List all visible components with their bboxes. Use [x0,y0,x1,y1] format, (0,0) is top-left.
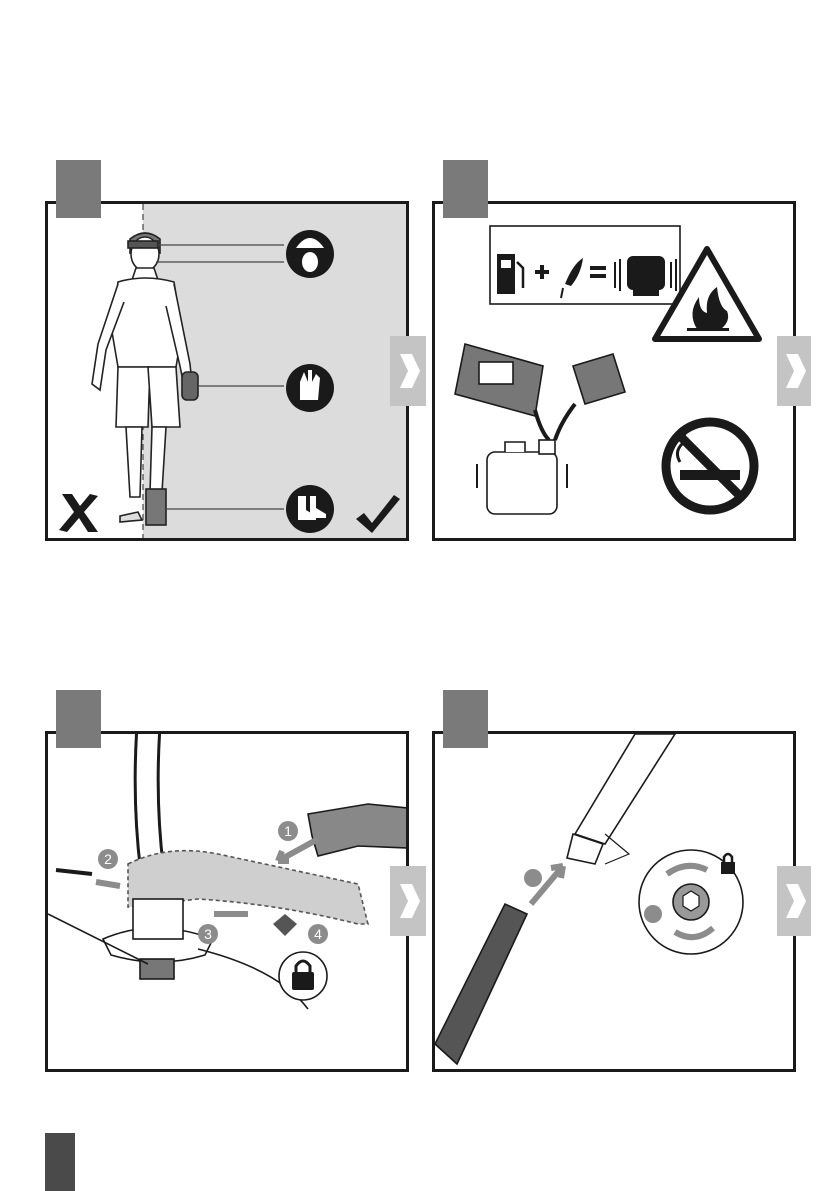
padlock-icon [279,952,327,1000]
figure-tab-1 [56,160,101,218]
figure-tab-4 [443,690,488,748]
next-arrow-icon [777,336,811,406]
zoom-callout [639,850,743,954]
svg-text:2: 2 [104,851,112,867]
step-3-marker: 3 [198,924,218,944]
trimmer-head [48,899,308,1009]
fuel-pump-icon [497,254,523,294]
fuel-illustration [435,204,793,538]
svg-text:1: 1 [284,823,292,839]
engine-icon [615,256,676,296]
fuel-canister-icon [477,440,567,514]
next-arrow-icon [390,336,426,406]
next-arrow-icon [777,866,811,936]
next-arrow-icon [390,866,426,936]
padlock-icon [721,854,735,874]
ppe-illustration [48,204,406,538]
equals-icon [590,268,606,276]
fuel-cans [455,344,625,514]
step-1-marker: 1 [278,821,298,841]
boots-icon [286,485,334,533]
figure-tab-2 [443,160,488,218]
hex-bolt-icon [673,884,709,920]
figure-panel-2 [432,201,796,541]
figure-panel-4 [432,731,796,1072]
oil-drop-icon [561,258,583,298]
shaft-coupling-illustration [435,734,793,1069]
plus-icon [535,265,549,279]
gloves-icon [286,364,334,412]
page-edge-tab [45,1133,75,1191]
no-smoking-icon [666,422,754,510]
step-2-marker: 2 [98,849,118,869]
svg-text:4: 4 [314,926,322,942]
guard-assembly-illustration: 1 2 3 4 [48,734,406,1069]
step-4-marker: 4 [308,924,328,944]
figure-tab-3 [56,690,101,748]
figure-panel-1 [45,201,409,541]
cross-mark-icon [59,494,98,532]
helmet-visor-earmuff-icon [286,230,334,278]
svg-text:3: 3 [204,926,212,942]
figure-panel-3: 1 2 3 4 [45,731,409,1072]
